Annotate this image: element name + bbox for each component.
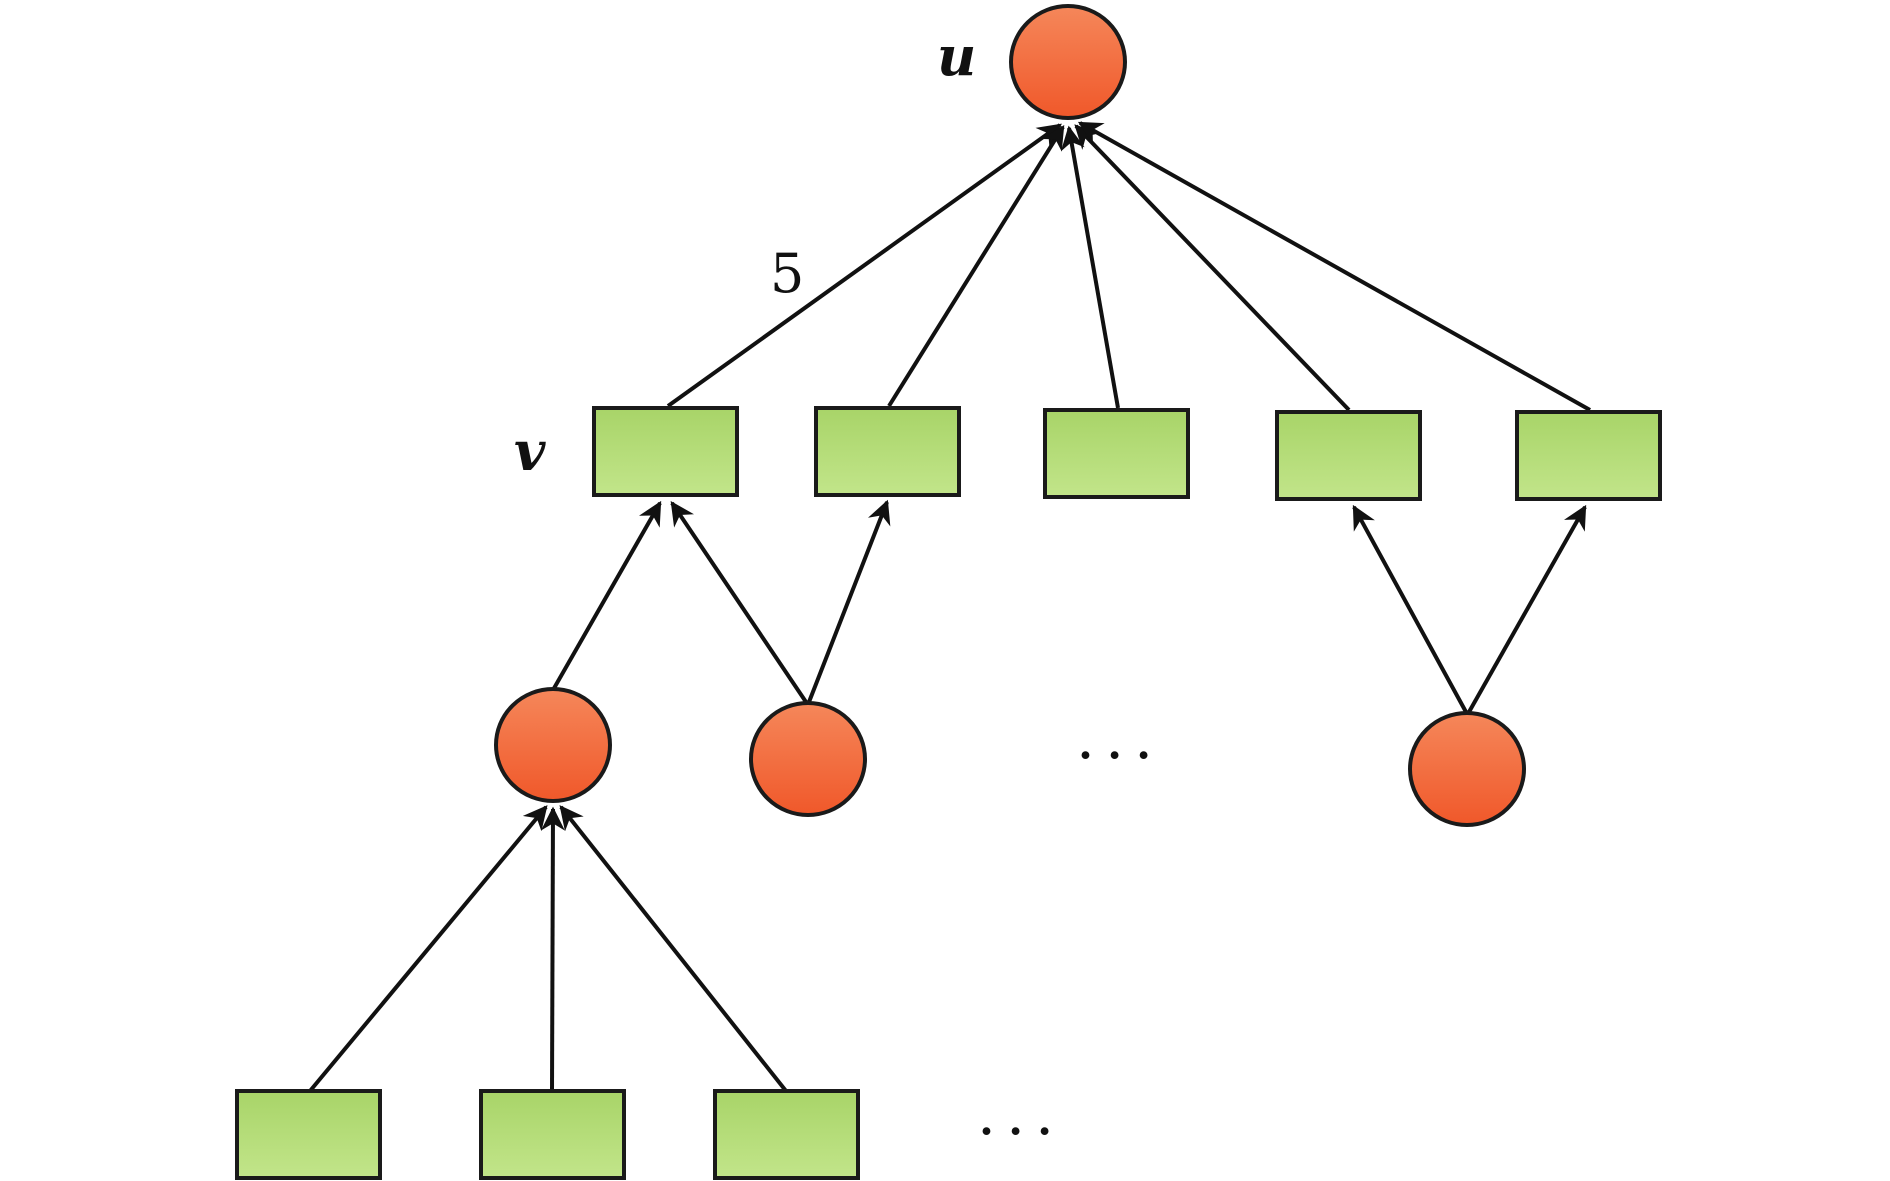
labels: u v 5 ··· ··· [514,24,1163,1167]
edge-b2-c1 [540,806,565,1092]
edge-c3-s4 [1352,504,1468,713]
edge-c2-s2 [807,499,891,703]
node-c1 [494,687,612,803]
node-s3 [1043,408,1190,499]
node-b1 [235,1089,382,1180]
edge-weight-label: 5 [770,242,804,305]
node-s5 [1515,410,1662,501]
edge-s2-u [887,124,1065,408]
edge-c1-s1 [551,500,662,691]
edge-c3-s5 [1467,504,1587,713]
node-b3 [713,1089,860,1180]
edge-s5-u [1077,121,1591,412]
edge-b3-c1 [559,805,788,1093]
nodes [235,4,1662,1180]
ellipsis-bottom: ··· [977,1097,1064,1167]
node-s4 [1275,410,1422,501]
node-c2 [749,701,867,817]
label-u: u [937,24,976,88]
edge-c2-s1 [670,501,808,704]
node-c3 [1408,711,1526,827]
node-b2 [479,1089,626,1180]
edge-b1-c1 [308,805,548,1093]
label-v: v [514,419,546,483]
edges [308,121,1591,1093]
edge-s4-u [1074,124,1351,412]
node-s2 [814,406,961,497]
node-u [1009,4,1127,120]
node-s1 [592,406,739,497]
ellipsis-middle: ··· [1076,721,1163,791]
edge-s3-u [1060,125,1120,409]
edge-s1-u [666,123,1062,408]
